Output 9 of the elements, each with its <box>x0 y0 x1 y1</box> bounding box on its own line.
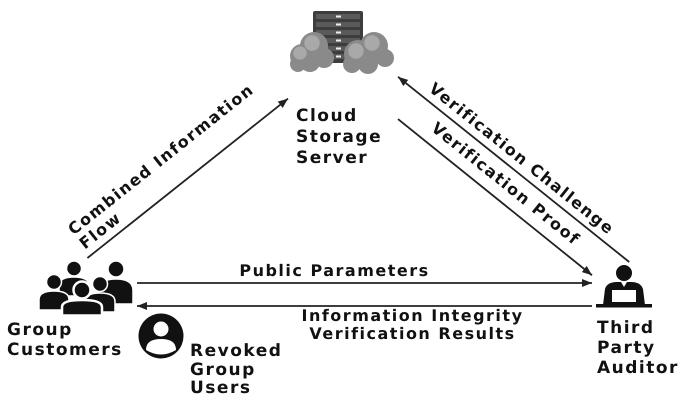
server-label: Cloud Storage Server <box>296 106 384 169</box>
arrow <box>397 118 593 276</box>
group-label: Group Customers <box>7 320 124 360</box>
auditor-label: Third Party Auditor <box>597 318 680 378</box>
arrow <box>137 279 592 287</box>
arrow <box>86 98 289 259</box>
user-label: Revoked Group Users <box>190 342 284 398</box>
arrow <box>397 76 630 263</box>
arrow <box>137 302 592 310</box>
